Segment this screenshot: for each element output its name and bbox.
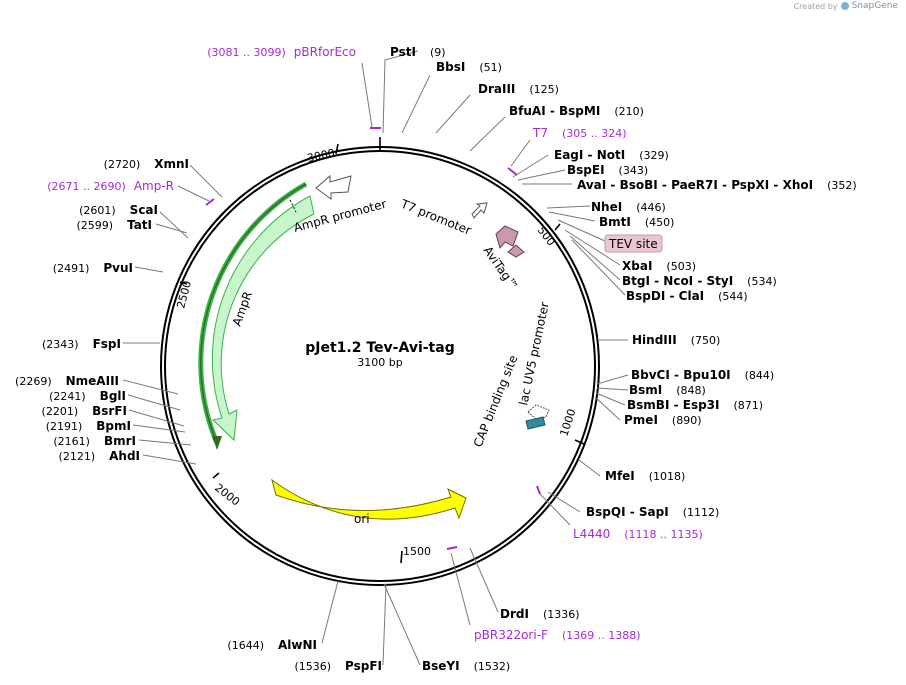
enzyme-label: BsmBI - Esp3I(871) — [627, 398, 763, 412]
snapgene-credit: Created by SnapGene — [794, 1, 898, 11]
enzyme-label: DraIII(125) — [478, 82, 559, 96]
enzyme-label: BbsI(51) — [436, 60, 502, 74]
enzyme-label: (2241)BglI — [49, 389, 126, 403]
avitag-arrow-2 — [507, 244, 525, 258]
t7-promoter-arrow — [471, 202, 488, 219]
enzyme-label: MfeI(1018) — [605, 469, 685, 483]
tick-label-500: 500 — [535, 224, 558, 249]
enzyme-label: BbvCI - Bpu10I(844) — [631, 368, 774, 382]
lacuv5-label: lac UV5 promoter — [516, 301, 552, 407]
tick-2000 — [212, 472, 220, 479]
cap-binding-site-box — [525, 416, 546, 430]
enzyme-label: (2161)BmrI — [53, 434, 136, 448]
enzyme-label: (2720)XmnI — [104, 157, 189, 171]
enzyme-label: PmeI(890) — [624, 413, 702, 427]
tick-label-3000: 3000 — [306, 146, 336, 165]
enzyme-label: (1644)AlwNI — [227, 638, 317, 652]
snapgene-logo-icon — [840, 2, 849, 10]
tick-3000 — [335, 143, 339, 155]
enzyme-label: HindIII(750) — [632, 333, 720, 347]
primer-mark-t7 — [507, 167, 518, 176]
ampr-orf-line-inner — [200, 183, 307, 444]
primer-label-l4440: L4440(1118 .. 1135) — [573, 527, 703, 541]
tick-label-1500: 1500 — [403, 545, 431, 558]
enzyme-labels: PstI(9) BbsI(51) DraIII(125) BfuAI - Bsp… — [15, 45, 857, 673]
tick-1000 — [574, 439, 585, 445]
enzyme-label: AvaI - BsoBI - PaeR7I - PspXI - XhoI(352… — [577, 178, 857, 192]
ori-arrow — [271, 478, 467, 520]
ampr-promoter-arrow — [315, 174, 352, 200]
ampr-orf-arrowhead — [212, 436, 222, 450]
plasmid-length: 3100 bp — [357, 356, 402, 369]
plasmid-name: pJet1.2 Tev-Avi-tag — [305, 340, 454, 356]
leader-lines — [122, 50, 629, 666]
created-by-text: Created by — [793, 1, 838, 11]
primer-labels: (3081 .. 3099)pBRforEco T7(305 .. 324) L… — [47, 45, 703, 642]
ampr-arrow — [211, 195, 315, 442]
enzyme-label: (1536)PspFI — [294, 659, 382, 673]
enzyme-label: (2601)ScaI — [79, 203, 158, 217]
lac-feature: lac UV5 promoter CAP binding site — [471, 301, 552, 449]
t7-promoter-feature: T7 promoter — [398, 196, 488, 238]
tick-label-1000: 1000 — [557, 407, 578, 438]
cap-binding-site-label: CAP binding site — [471, 353, 521, 449]
enzyme-label: BmtI(450) — [599, 215, 674, 229]
t7-promoter-label: T7 promoter — [398, 196, 473, 237]
enzyme-label: (2491)PvuI — [53, 261, 133, 275]
ori-feature: ori — [271, 478, 467, 526]
enzyme-label: DrdI(1336) — [500, 607, 580, 621]
primer-label-pbrforeco: (3081 .. 3099)pBRforEco — [207, 45, 356, 59]
enzyme-label: EagI - NotI(329) — [554, 148, 669, 162]
ampr-feature: AmpR promoter AmpR — [198, 174, 388, 450]
enzyme-label: (2269)NmeAIII — [15, 374, 119, 388]
lacuv5-promoter-arrow — [527, 404, 550, 420]
enzyme-label: (2121)AhdI — [59, 449, 140, 463]
tev-site-box — [604, 234, 663, 253]
enzyme-label: BspDI - ClaI(544) — [626, 289, 748, 303]
enzyme-label: (2191)BpmI — [46, 419, 131, 433]
tev-site-label: TEV site — [608, 237, 658, 251]
primer-label-ampr: (2671 .. 2690)Amp-R — [47, 179, 174, 193]
tev-site-feature: TEV site — [604, 234, 663, 253]
tick-500 — [554, 223, 561, 231]
snapgene-brand: SnapGene — [851, 1, 898, 11]
enzyme-label: BspEI(343) — [567, 163, 648, 177]
enzyme-label: BseYI(1532) — [422, 659, 510, 673]
primer-mark-pbr322ori — [446, 546, 458, 550]
primer-label-t7: T7(305 .. 324) — [532, 126, 627, 140]
enzyme-label: PstI(9) — [390, 45, 446, 59]
enzyme-label: NheI(446) — [591, 200, 666, 214]
enzyme-label: BtgI - NcoI - StyI(534) — [622, 274, 777, 288]
tick-2500 — [179, 281, 188, 285]
enzyme-label: (2599)TatI — [76, 218, 152, 232]
enzyme-label: BspQI - SapI(1112) — [586, 505, 719, 519]
primer-marks — [205, 127, 541, 550]
primer-mark-l4440 — [536, 485, 541, 495]
enzyme-label: BfuAI - BspMI(210) — [509, 104, 644, 118]
enzyme-label: BsmI(848) — [629, 383, 706, 397]
enzyme-label: XbaI(503) — [622, 259, 696, 273]
enzyme-label: (2201)BsrFI — [42, 404, 127, 418]
ori-label: ori — [354, 512, 370, 526]
primer-label-pbr322ori: pBR322ori-F(1369 .. 1388) — [474, 628, 641, 642]
primer-mark-ampr — [205, 198, 215, 206]
enzyme-label: (2343)FspI — [42, 337, 121, 351]
avitag-feature: AviTag™ — [481, 225, 525, 293]
avitag-arrow-1 — [495, 225, 519, 250]
tick-1500 — [400, 550, 403, 564]
